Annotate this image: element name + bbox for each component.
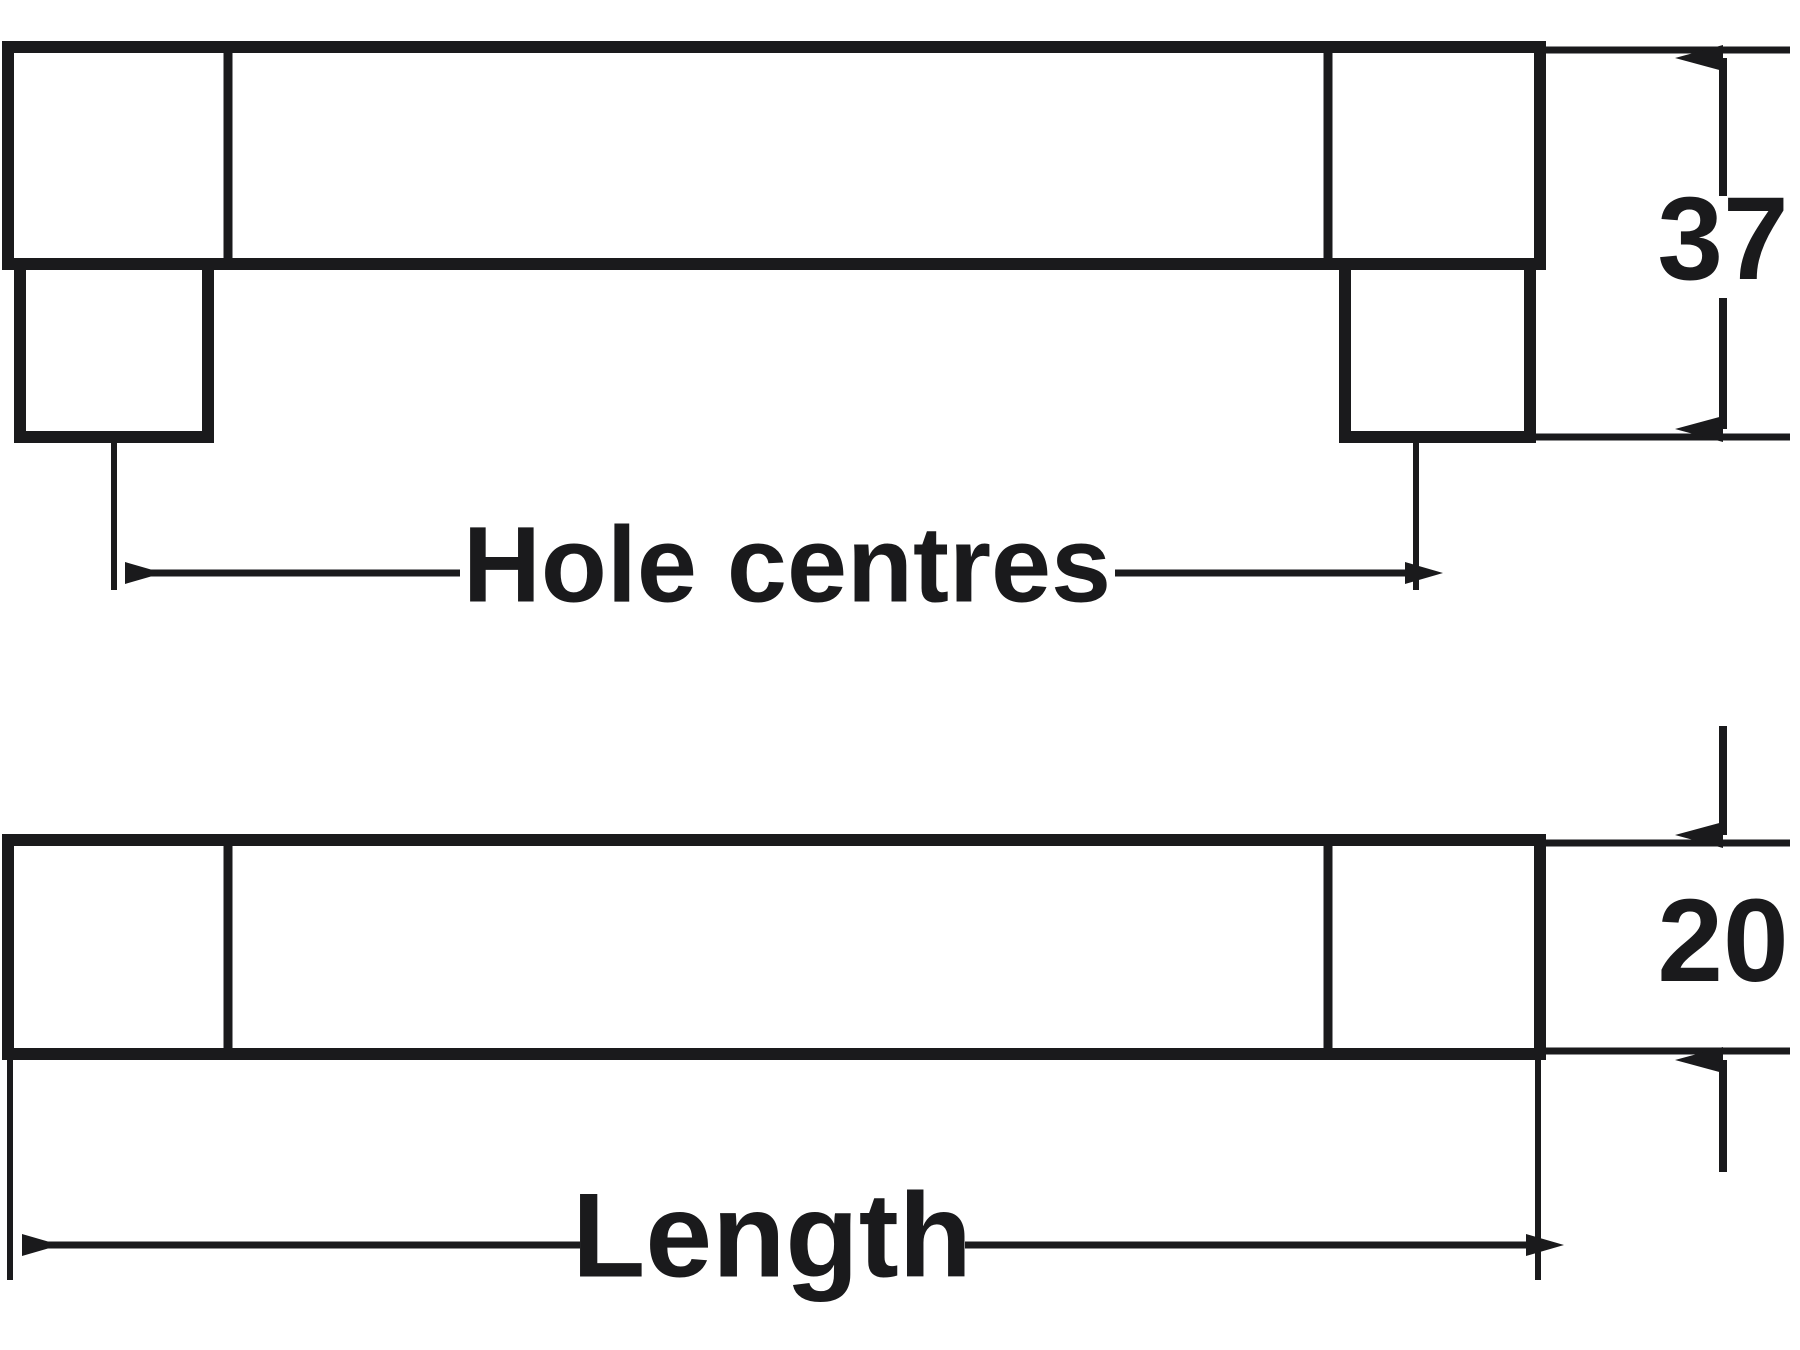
- plan-view: Length 20: [2, 726, 1790, 1303]
- hole-centres-label: Hole centres: [463, 504, 1111, 625]
- handle-body-outline: [2, 41, 1546, 270]
- plan-body-outline: [2, 834, 1546, 1060]
- length-label: Length: [572, 1169, 972, 1303]
- height-37-label: 37: [1657, 173, 1788, 305]
- depth-20-dimension: 20: [1545, 726, 1790, 1172]
- height-37-dimension: 37: [1535, 45, 1790, 442]
- depth-20-label: 20: [1657, 875, 1788, 1007]
- hole-centres-dimension: Hole centres: [111, 437, 1443, 625]
- left-mounting-leg: [14, 270, 214, 443]
- right-mounting-leg: [1339, 270, 1536, 443]
- length-dimension: Length: [7, 1060, 1564, 1303]
- front-elevation-view: Hole centres 37: [2, 41, 1790, 625]
